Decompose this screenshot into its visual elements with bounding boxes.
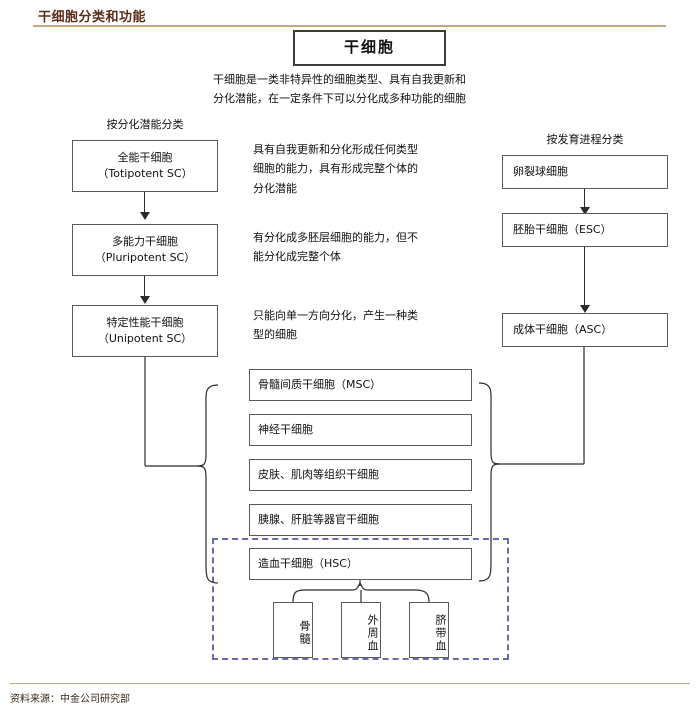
- hsc-group-boundary: [212, 538, 509, 660]
- node-bone-marrow-label: 骨髓: [298, 620, 311, 646]
- description-totipotent: 具有自我更新和分化形成任何类型细胞的能力，具有形成完整个体的分化潜能: [253, 143, 418, 195]
- node-blastomere-label: 卵裂球细胞: [513, 165, 568, 179]
- node-organ-stem-cell: 胰腺、肝脏等器官干细胞: [249, 504, 472, 536]
- arrow-down-icon: [580, 207, 590, 215]
- arrow-down-icon: [140, 296, 150, 304]
- node-hsc-source-cord-blood: 脐带血: [409, 602, 449, 658]
- connector-line: [144, 192, 145, 216]
- node-organ-label: 胰腺、肝脏等器官干细胞: [258, 513, 379, 527]
- root-description: 干细胞是一类非特异性的细胞类型、具有自我更新和分化潜能，在一定条件下可以分化成多…: [213, 73, 466, 106]
- root-node-label: 干细胞: [343, 38, 395, 57]
- node-msc: 骨髓间质干细胞（MSC）: [249, 369, 472, 401]
- connector-line: [144, 276, 145, 300]
- node-tissue-stem-cell: 皮肤、肌肉等组织干细胞: [249, 459, 472, 491]
- page-title: 干细胞分类和功能: [38, 10, 147, 25]
- node-peripheral-blood-label: 外周血: [366, 613, 379, 653]
- node-pluripotent-sc: 多能力干细胞 （Pluripotent SC）: [72, 224, 218, 276]
- arrow-down-icon: [140, 212, 150, 220]
- connector-line: [584, 247, 585, 309]
- node-totipotent-en: （Totipotent SC）: [97, 167, 193, 180]
- node-unipotent-en: （Unipotent SC）: [97, 332, 193, 345]
- node-cord-blood-label: 脐带血: [434, 613, 447, 653]
- right-column-caption: 按发育进程分类: [546, 133, 624, 146]
- footer-divider: [10, 683, 690, 684]
- node-totipotent-sc: 全能干细胞 （Totipotent SC）: [72, 140, 218, 192]
- node-asc: 成体干细胞（ASC）: [502, 313, 668, 347]
- node-totipotent-zh: 全能干细胞: [117, 151, 173, 165]
- node-hsc-label: 造血干细胞（HSC）: [258, 557, 358, 571]
- arrow-down-icon: [580, 305, 590, 313]
- node-pluripotent-en: （Pluripotent SC）: [94, 251, 196, 264]
- description-pluripotent: 有分化成多胚层细胞的能力，但不能分化成完整个体: [253, 231, 418, 264]
- node-neural-stem-cell: 神经干细胞: [249, 414, 472, 446]
- left-column-caption: 按分化潜能分类: [106, 118, 184, 131]
- node-neural-label: 神经干细胞: [258, 423, 313, 437]
- node-esc-label: 胚胎干细胞（ESC）: [513, 223, 612, 237]
- node-blastomere: 卵裂球细胞: [502, 155, 668, 189]
- description-unipotent: 只能向单一方向分化，产生一种类型的细胞: [253, 309, 418, 342]
- root-node-stem-cell: 干细胞: [293, 30, 446, 66]
- node-asc-label: 成体干细胞（ASC）: [513, 323, 613, 337]
- node-msc-label: 骨髓间质干细胞（MSC）: [258, 378, 382, 392]
- node-hsc: 造血干细胞（HSC）: [249, 548, 472, 580]
- node-tissue-label: 皮肤、肌肉等组织干细胞: [258, 468, 379, 482]
- node-unipotent-sc: 特定性能干细胞 （Unipotent SC）: [72, 305, 218, 357]
- node-esc: 胚胎干细胞（ESC）: [502, 213, 668, 247]
- node-hsc-source-peripheral-blood: 外周血: [341, 602, 381, 658]
- node-unipotent-zh: 特定性能干细胞: [106, 316, 184, 330]
- node-hsc-source-bone-marrow: 骨髓: [273, 602, 313, 658]
- source-note: 资料来源：中金公司研究部: [10, 694, 130, 705]
- node-pluripotent-zh: 多能力干细胞: [112, 235, 178, 249]
- connector-line: [584, 189, 585, 211]
- header-divider: [33, 25, 666, 27]
